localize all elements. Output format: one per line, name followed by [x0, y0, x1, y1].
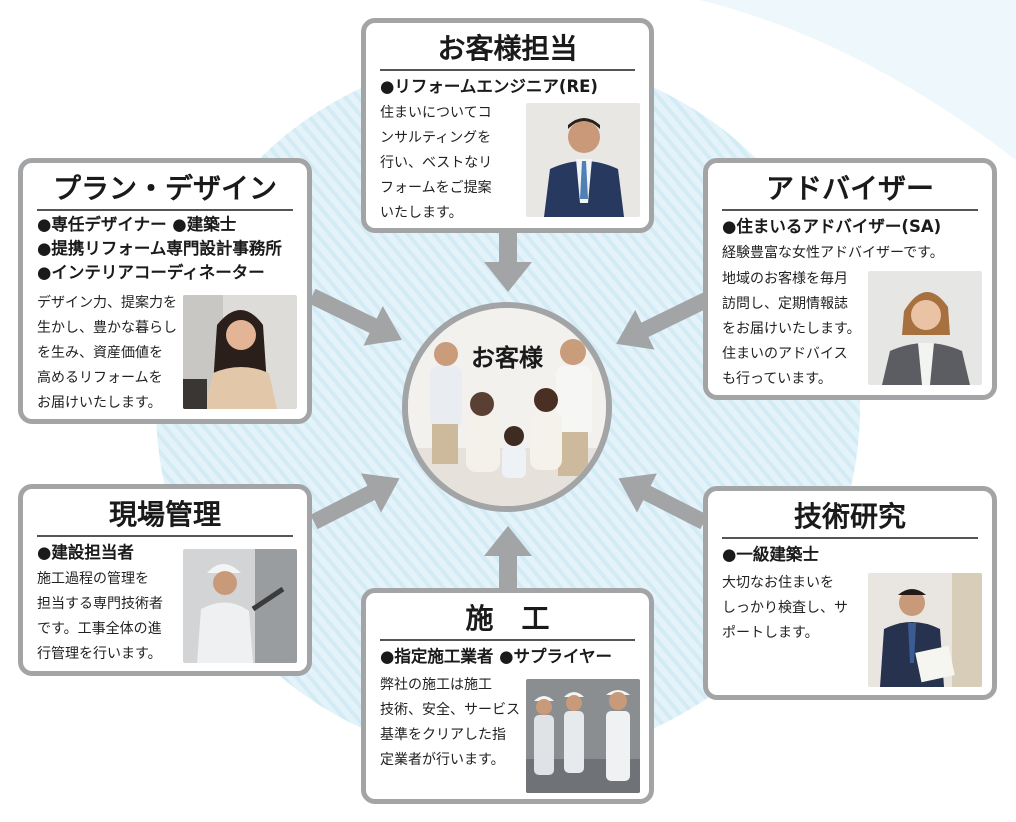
desc-line: デザイン力、提案力を — [37, 295, 177, 311]
arrow-from-research — [618, 473, 708, 530]
role-label: ●提携リフォーム専門設計事務所 — [37, 239, 282, 258]
role-label: ●インテリアコーディネーター — [37, 263, 265, 282]
card-customer-representative: お客様担当 ●リフォームエンジニア(RE) 住まいについてコ ンサルティングを … — [361, 18, 654, 233]
card-roles: ●リフォームエンジニア(RE) — [380, 75, 639, 99]
card-title: 現場管理 — [37, 497, 293, 537]
card-roles: ●専任デザイナー ●建築士 ●提携リフォーム専門設計事務所 ●インテリアコーディ… — [37, 213, 297, 285]
desc-line: 弊社の施工は施工 — [380, 677, 492, 693]
card-technical-research: 技術研究 ●一級建築士 大切なお住まいを しっかり検査し、サ ポートします。 — [703, 486, 997, 700]
card-description: デザイン力、提案力を 生かし、豊かな暮らし を生み、資産価値を 高めるリフォーム… — [37, 291, 177, 416]
desc-line: 住まいについてコ — [380, 105, 492, 121]
card-advisor: アドバイザー ●住まいるアドバイザー(SA) 経験豊富な女性アドバイザーです。 … — [703, 158, 997, 400]
desc-line: フォームをご提案 — [380, 180, 492, 196]
card-roles: ●建設担当者 — [37, 541, 297, 565]
card-roles: ●住まいるアドバイザー(SA) — [722, 215, 982, 239]
card-intro: 経験豊富な女性アドバイザーです。 — [722, 241, 944, 266]
card-site-management: 現場管理 ●建設担当者 施工過程の管理を 担当する専門技術者 です。工事全体の進… — [18, 484, 312, 676]
role-label: ●建設担当者 — [37, 543, 134, 562]
desc-line: しっかり検査し、サ — [722, 600, 848, 616]
desc-line: 生かし、豊かな暮らし — [37, 320, 177, 336]
role-label: ●住まいるアドバイザー(SA) — [722, 217, 942, 236]
site-manager-photo — [183, 549, 297, 663]
desc-line: お届けいたします。 — [37, 395, 162, 411]
arrow-from-construction — [484, 526, 532, 588]
desc-line: 定業者が行います。 — [380, 752, 505, 768]
desc-line: 基準をクリアした指 — [380, 727, 506, 743]
desc-line: をお届けいたします。 — [722, 321, 861, 337]
desc-line: 施工過程の管理を — [37, 571, 149, 587]
arrow-from-plan — [308, 288, 402, 346]
card-description: 住まいについてコ ンサルティングを 行い、ベストなリ フォームをご提案 いたしま… — [380, 101, 492, 226]
desc-line: です。工事全体の進 — [37, 621, 162, 637]
card-description: 地域のお客様を毎月 訪問し、定期情報誌 をお届けいたします。 住まいのアドバイス… — [722, 267, 861, 392]
card-title: お客様担当 — [380, 31, 635, 71]
engineer-photo — [526, 103, 640, 217]
desc-line: 地域のお客様を毎月 — [722, 271, 848, 287]
desc-line: 行管理を行います。 — [37, 646, 162, 662]
advisor-photo — [868, 271, 982, 385]
desc-line: 技術、安全、サービス — [380, 702, 520, 718]
desc-line: 訪問し、定期情報誌 — [722, 296, 848, 312]
arrow-from-customer — [484, 232, 532, 292]
card-plan-design: プラン・デザイン ●専任デザイナー ●建築士 ●提携リフォーム専門設計事務所 ●… — [18, 158, 312, 424]
card-construction: 施 工 ●指定施工業者 ●サプライヤー 弊社の施工は施工 技術、安全、サービス … — [361, 588, 654, 804]
card-roles: ●一級建築士 — [722, 543, 982, 567]
desc-line: 高めるリフォームを — [37, 370, 163, 386]
card-title: 技術研究 — [722, 499, 978, 539]
arrow-from-advisor — [616, 292, 710, 350]
desc-line: も行っています。 — [722, 371, 832, 387]
customer-center-circle: お客様 — [402, 302, 612, 512]
architect-photo — [868, 573, 982, 687]
designer-photo — [183, 295, 297, 409]
card-description: 弊社の施工は施工 技術、安全、サービス 基準をクリアした指 定業者が行います。 — [380, 673, 520, 773]
card-title: アドバイザー — [722, 171, 978, 211]
desc-line: を生み、資産価値を — [37, 345, 163, 361]
desc-line: 大切なお住まいを — [722, 575, 834, 591]
desc-line: 住まいのアドバイス — [722, 346, 848, 362]
role-label: ●一級建築士 — [722, 545, 819, 564]
family-photo — [408, 308, 606, 506]
card-description: 施工過程の管理を 担当する専門技術者 です。工事全体の進 行管理を行います。 — [37, 567, 163, 667]
role-label: ●指定施工業者 ●サプライヤー — [380, 647, 613, 666]
desc-line: ポートします。 — [722, 625, 819, 641]
role-label: ●リフォームエンジニア(RE) — [380, 77, 598, 96]
card-title: プラン・デザイン — [37, 171, 293, 211]
role-label: ●専任デザイナー ●建築士 — [37, 215, 237, 234]
card-roles: ●指定施工業者 ●サプライヤー — [380, 645, 639, 669]
desc-line: ンサルティングを — [380, 130, 492, 146]
center-label: お客様 — [471, 344, 543, 372]
card-description: 大切なお住まいを しっかり検査し、サ ポートします。 — [722, 571, 848, 646]
desc-line: 担当する専門技術者 — [37, 596, 163, 612]
intro-line: 経験豊富な女性アドバイザーです。 — [722, 245, 944, 261]
desc-line: いたします。 — [380, 205, 463, 221]
construction-workers-photo — [526, 679, 640, 793]
arrow-from-site — [310, 473, 400, 530]
card-title: 施 工 — [380, 601, 635, 641]
desc-line: 行い、ベストなリ — [380, 155, 493, 171]
